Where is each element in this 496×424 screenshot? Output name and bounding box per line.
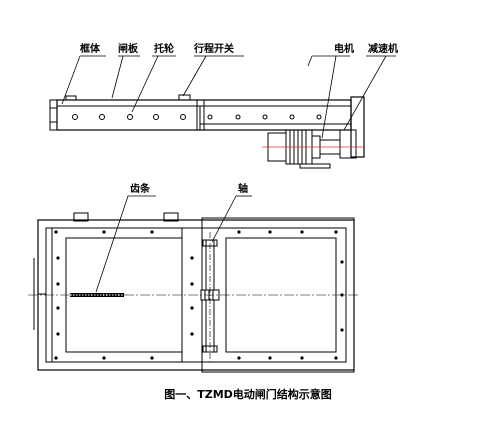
side-motor (267, 129, 341, 169)
top-leaders (61, 55, 396, 139)
label-rack: 齿条 (130, 182, 151, 195)
side-reducer-plate (350, 96, 365, 158)
side-middle-flange (196, 99, 205, 131)
plan-bracket-right (163, 212, 179, 222)
plan-bolts-left (56, 256, 60, 336)
label-limit-switch: 行程开关 (193, 42, 234, 55)
label-roller: 托轮 (154, 42, 174, 55)
label-shaft: 轴 (238, 182, 248, 195)
bottom-leaders (95, 195, 252, 293)
side-limit-switch (178, 94, 191, 101)
diagram-caption: 图一、TZMD电动闸门结构示意图 (164, 387, 332, 401)
label-motor: 电机 (334, 42, 354, 55)
plan-bolts-divider (190, 256, 194, 336)
label-reducer: 减速机 (368, 42, 398, 55)
plan-bolts-bottom (54, 356, 338, 360)
label-frame: 框体 (80, 42, 101, 55)
label-gate-plate: 闸板 (118, 42, 139, 55)
plan-bracket-left (73, 212, 89, 222)
side-roller-bolts (72, 114, 322, 120)
plan-view (28, 212, 360, 373)
side-view (49, 94, 365, 169)
plan-bolts (54, 230, 344, 360)
plan-bolts-right (340, 260, 344, 332)
plan-bolts-top (54, 230, 338, 234)
side-left-flange (49, 99, 58, 131)
side-bracket-left (65, 95, 77, 101)
side-reducer-housing (339, 129, 357, 159)
